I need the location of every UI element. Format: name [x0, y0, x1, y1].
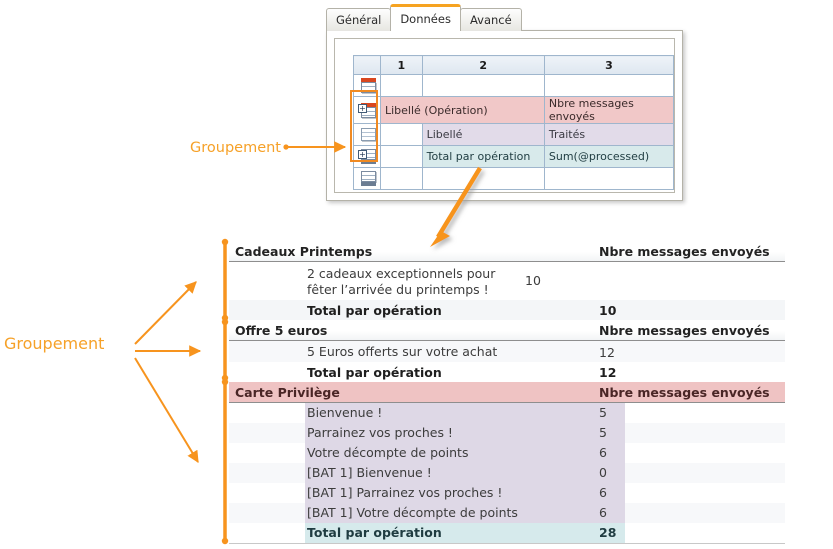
detail-label: [BAT 1] Votre décompte de points [305, 503, 599, 523]
report-bottom-rule [229, 543, 785, 544]
cell-r3c1[interactable] [380, 123, 423, 146]
detail-row: [BAT 1] Votre décompte de points 6 [229, 503, 785, 523]
annotation-label-groupement-top: Groupement [190, 140, 281, 156]
detail-value: 5 [599, 423, 625, 443]
cell-group-footer-label[interactable]: Total par opération [421, 145, 545, 168]
detail-row: [BAT 1] Bienvenue ! 0 [229, 463, 785, 483]
group-value-header: Nbre messages envoyés [599, 322, 770, 338]
group-name: Offre 5 euros [235, 322, 328, 338]
cell-group-header-label[interactable]: Libellé (Opération) [380, 96, 545, 124]
cell-detail-label[interactable]: Libellé [421, 123, 545, 146]
row-selector-table-header[interactable] [353, 74, 381, 97]
group-total-value: 10 [599, 302, 617, 318]
detail-row: Bienvenue ! 5 [229, 403, 785, 423]
group-total-row: Total par opération 28 [229, 523, 785, 543]
tab-donnees[interactable]: Données [390, 4, 461, 31]
group-footer-row-icon: + [358, 149, 376, 164]
grid-corner-cell [353, 55, 381, 75]
tab-avance[interactable]: Avancé [459, 8, 522, 31]
cell-group-footer-value[interactable]: Sum(@processed) [543, 145, 675, 168]
cell-detail-value[interactable]: Traités [543, 123, 675, 146]
group-bracket-1 [221, 238, 229, 322]
detail-row-icon [358, 127, 376, 142]
annotation-label-groupement-left: Groupement [4, 334, 105, 353]
cell-r4c1[interactable] [380, 145, 423, 168]
detail-value: 12 [599, 344, 615, 360]
table-row [353, 74, 675, 97]
detail-label: [BAT 1] Bienvenue ! [305, 463, 599, 483]
group-total-value: 28 [599, 523, 625, 543]
group-header-row: Cadeaux Printemps Nbre messages envoyés [229, 241, 785, 262]
arrow-groupement-fan [134, 281, 202, 464]
table-header-row-icon [358, 78, 376, 93]
row-selector-group-footer[interactable]: + [353, 145, 381, 168]
detail-label: Votre décompte de points [305, 443, 599, 463]
table-row: Libellé Traités [353, 123, 675, 146]
group-total-label: Total par opération [307, 302, 442, 318]
detail-value: 6 [599, 503, 625, 523]
grid-col-1[interactable]: 1 [380, 55, 423, 75]
group-total-label: Total par opération [305, 523, 599, 543]
detail-value: 6 [599, 443, 625, 463]
group-bracket-2 [221, 318, 229, 382]
table-row: + Libellé (Opération) Nbre messages envo… [353, 96, 675, 124]
cell-r1c3[interactable] [543, 74, 675, 97]
table-row: + Total par opération Sum(@processed) [353, 145, 675, 168]
group-header-row: Carte Privilège Nbre messages envoyés [229, 382, 785, 403]
detail-label: 2 cadeaux exceptionnels pour fêter l’arr… [307, 266, 496, 297]
report-designer-grid: 1 2 3 [353, 55, 675, 190]
group-total-row: Total par opération 12 [229, 362, 785, 382]
cell-r1c1[interactable] [380, 74, 423, 97]
group-name: Cadeaux Printemps [235, 243, 373, 259]
row-selector-table-footer[interactable] [353, 167, 381, 190]
dialog-tabstrip: Général Données Avancé [326, 4, 683, 31]
grid-column-header-row: 1 2 3 [353, 55, 675, 75]
detail-row: 2 cadeaux exceptionnels pour fêter l’arr… [229, 262, 785, 300]
table-row [353, 167, 675, 190]
grid-col-2[interactable]: 2 [421, 55, 545, 75]
report-preview: Cadeaux Printemps Nbre messages envoyés … [229, 241, 785, 544]
cell-r1c2[interactable] [421, 74, 545, 97]
detail-row: [BAT 1] Parrainez vos proches ! 6 [229, 483, 785, 503]
group-value-header: Nbre messages envoyés [599, 243, 770, 259]
cell-r5c3[interactable] [543, 167, 675, 190]
group-value-header: Nbre messages envoyés [599, 384, 770, 400]
row-selector-group-header[interactable]: + [353, 96, 381, 124]
detail-value: 5 [599, 403, 625, 423]
detail-value: 10 [525, 273, 541, 288]
group-header-row-icon: + [358, 102, 376, 118]
report-group: Carte Privilège Nbre messages envoyés Bi… [229, 382, 785, 544]
properties-dialog: Général Données Avancé 1 2 3 [326, 4, 683, 201]
group-total-label: Total par opération [307, 364, 442, 380]
dialog-panel-inner: 1 2 3 [334, 38, 675, 193]
row-selector-detail[interactable] [353, 123, 381, 146]
group-total-value: 12 [599, 364, 617, 380]
detail-label: [BAT 1] Parrainez vos proches ! [305, 483, 599, 503]
cell-r5c2[interactable] [421, 167, 545, 190]
cell-group-header-value[interactable]: Nbre messages envoyés [543, 96, 675, 124]
group-total-row: Total par opération 10 [229, 300, 785, 320]
grid-col-3[interactable]: 3 [543, 55, 675, 75]
tab-general[interactable]: Général [326, 8, 392, 31]
detail-value: 0 [599, 463, 625, 483]
group-header-row: Offre 5 euros Nbre messages envoyés [229, 320, 785, 341]
dialog-panel: 1 2 3 [326, 30, 683, 201]
detail-value: 6 [599, 483, 625, 503]
detail-label: 5 Euros offerts sur votre achat [307, 343, 498, 359]
group-bracket-3 [221, 378, 229, 545]
detail-row: Parrainez vos proches ! 5 [229, 423, 785, 443]
report-group: Cadeaux Printemps Nbre messages envoyés … [229, 241, 785, 320]
detail-label: Parrainez vos proches ! [305, 423, 599, 443]
cell-r5c1[interactable] [380, 167, 423, 190]
detail-row: 5 Euros offerts sur votre achat 12 [229, 341, 785, 362]
detail-label: Bienvenue ! [305, 403, 599, 423]
detail-row: Votre décompte de points 6 [229, 443, 785, 463]
group-name: Carte Privilège [235, 384, 340, 400]
table-footer-row-icon [358, 171, 376, 186]
report-group: Offre 5 euros Nbre messages envoyés 5 Eu… [229, 320, 785, 382]
